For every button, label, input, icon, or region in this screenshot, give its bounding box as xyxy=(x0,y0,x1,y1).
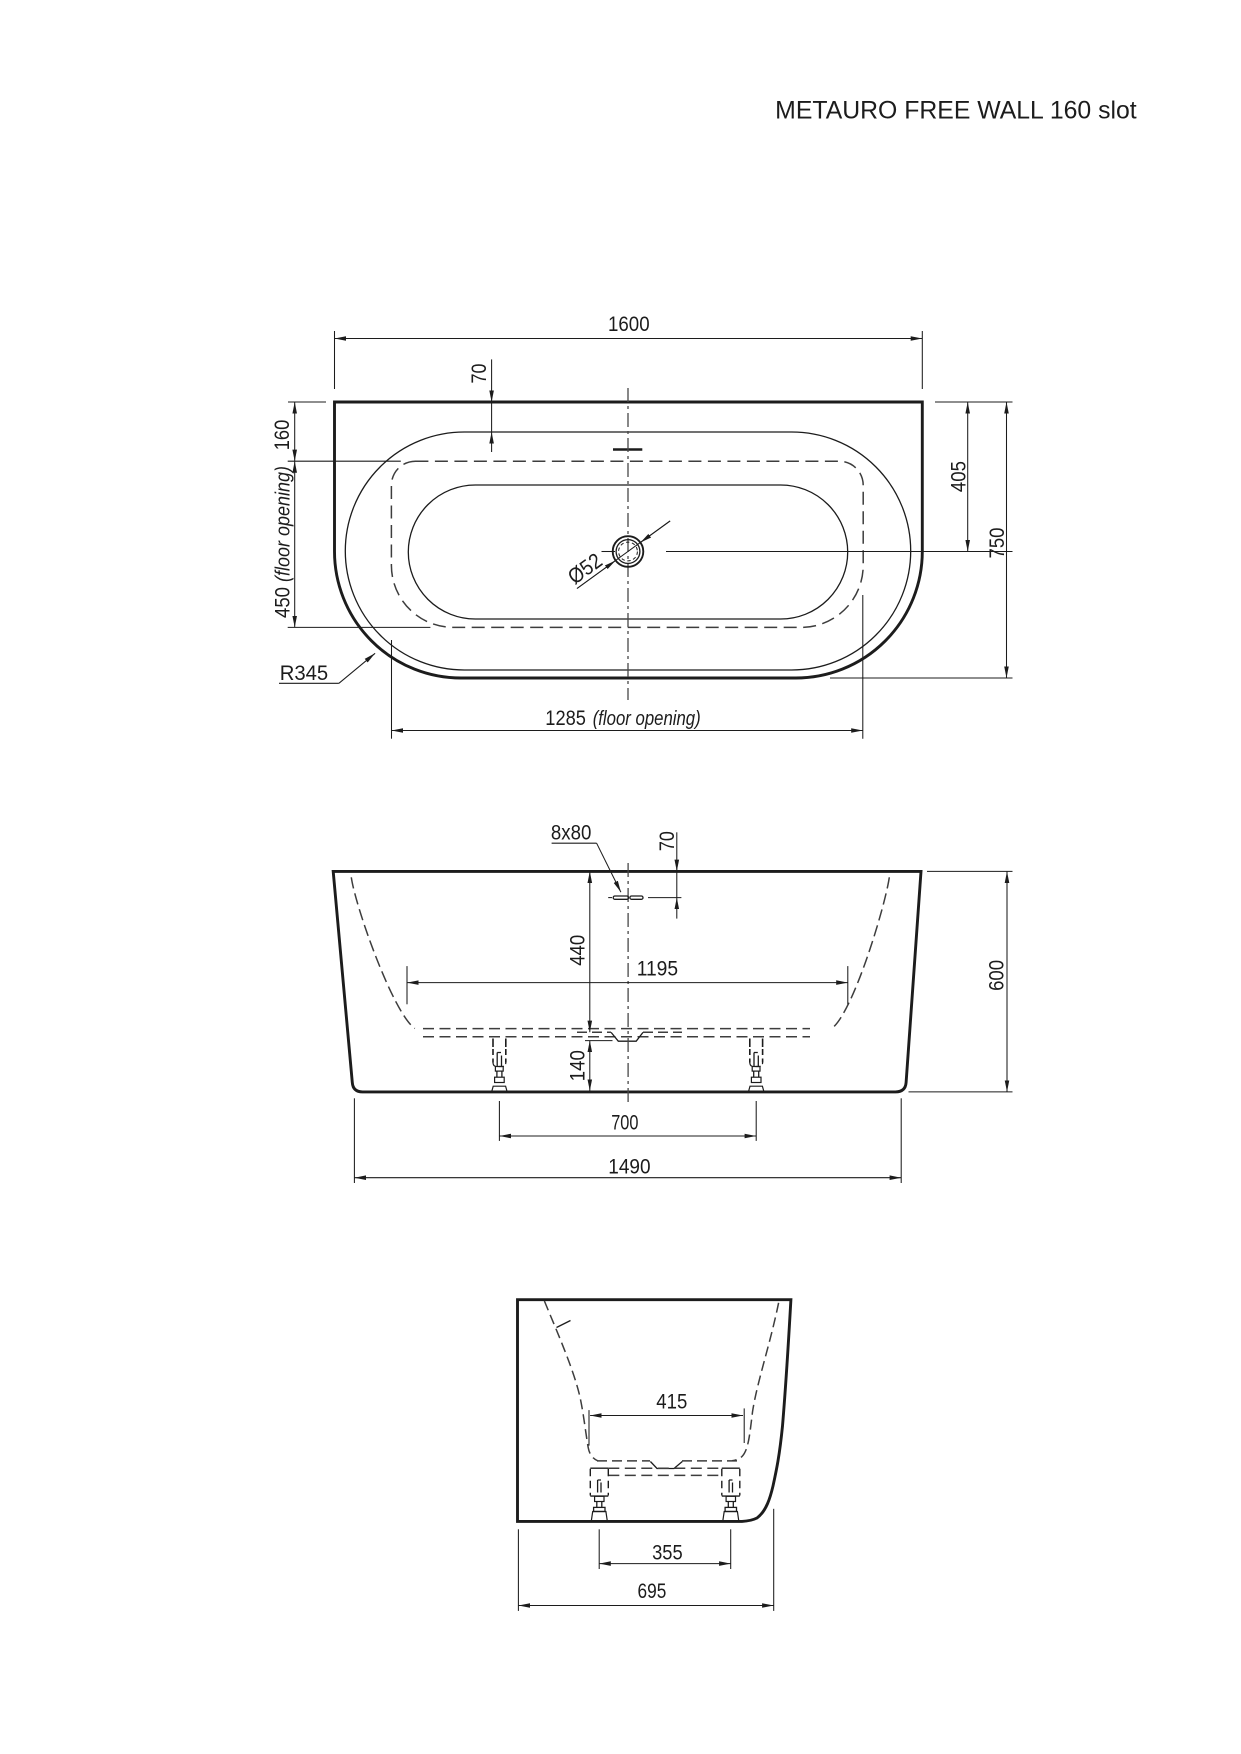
svg-text:R345: R345 xyxy=(280,661,329,685)
svg-text:600: 600 xyxy=(985,960,1009,991)
svg-text:70: 70 xyxy=(655,831,679,851)
svg-text:355: 355 xyxy=(652,1541,683,1565)
svg-text:750: 750 xyxy=(985,527,1009,558)
svg-text:140: 140 xyxy=(566,1050,590,1081)
svg-text:160: 160 xyxy=(270,420,294,451)
svg-text:(floor opening): (floor opening) xyxy=(273,466,295,582)
svg-text:695: 695 xyxy=(638,1579,667,1603)
svg-text:1600: 1600 xyxy=(608,312,650,336)
svg-text:1195: 1195 xyxy=(637,957,678,981)
svg-text:440: 440 xyxy=(566,935,590,966)
svg-text:METAURO FREE WALL 160 slot: METAURO FREE WALL 160 slot xyxy=(775,97,1137,124)
svg-text:70: 70 xyxy=(467,363,491,383)
svg-text:415: 415 xyxy=(656,1389,687,1413)
svg-text:1285: 1285 xyxy=(545,706,586,730)
svg-text:8x80: 8x80 xyxy=(551,821,592,845)
svg-text:700: 700 xyxy=(611,1110,638,1134)
svg-text:1490: 1490 xyxy=(608,1155,650,1179)
svg-text:(floor opening): (floor opening) xyxy=(593,708,701,730)
svg-text:450: 450 xyxy=(271,587,295,618)
svg-text:405: 405 xyxy=(947,461,971,492)
